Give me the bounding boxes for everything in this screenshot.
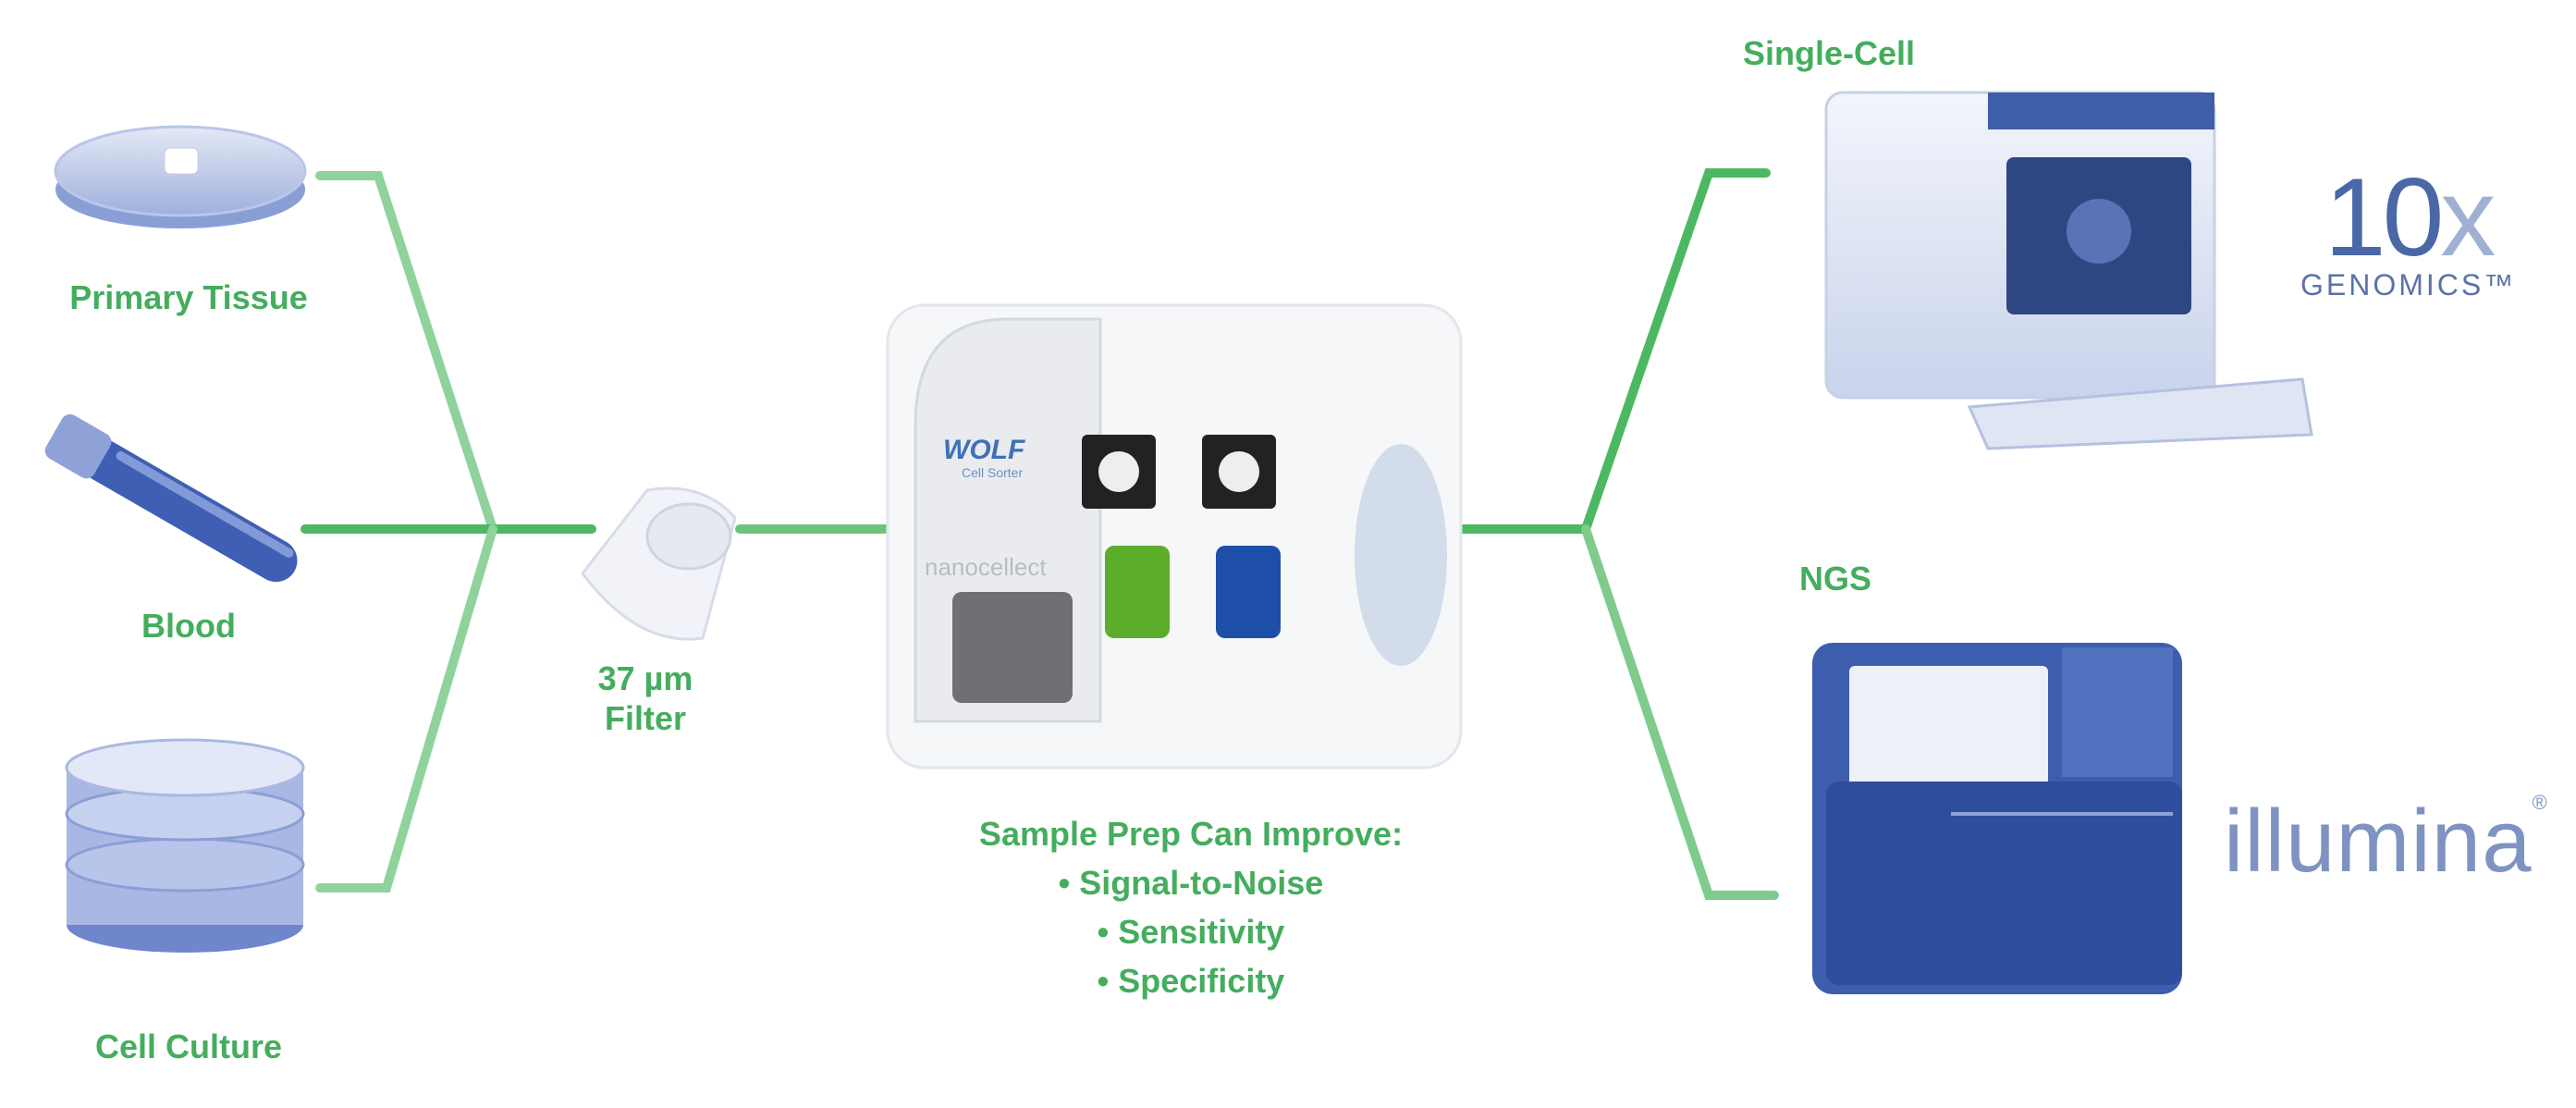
- filter-label: 37 µm Filter: [598, 659, 693, 738]
- registered-mark: ®: [2532, 791, 2548, 814]
- 10x-genomics-logo: 10x GENOMICS™: [2300, 162, 2517, 302]
- blood-tube-icon: [44, 413, 298, 583]
- logo-illumina: illumina: [2224, 792, 2533, 891]
- benefits-list: Sample Prep Can Improve: • Signal-to-Noi…: [979, 809, 1403, 1005]
- filter-size: 37 µm: [597, 659, 693, 697]
- output-label-ngs: NGS: [1798, 560, 1872, 597]
- source-label-blood: Blood: [141, 607, 236, 645]
- ngs-sequencer-instrument: [1812, 643, 2182, 994]
- benefits-title: Sample Prep Can Improve:: [978, 815, 1404, 853]
- device-subtitle: Cell Sorter: [962, 465, 1024, 480]
- logo-x: x: [2440, 155, 2496, 279]
- connector-single-cell: [1581, 168, 1771, 534]
- culture-dish-stack-icon: [65, 738, 305, 953]
- wolf-cell-sorter-device: [886, 303, 1463, 769]
- connector-primary-tissue: [315, 171, 497, 534]
- logo-10: 10: [2324, 155, 2444, 279]
- benefit-item: • Specificity: [1097, 962, 1285, 1000]
- benefit-item: • Sensitivity: [1097, 913, 1285, 951]
- device-maker: nanocellect: [925, 553, 1047, 581]
- connector-cell-culture: [315, 524, 497, 893]
- connector-lines: [301, 168, 1779, 900]
- logo-genomics: GENOMICS™: [2300, 268, 2517, 302]
- benefit-item: • Signal-to-Noise: [1058, 864, 1324, 902]
- petri-dish-icon: [54, 125, 307, 228]
- cell-strainer-filter-icon: [581, 486, 737, 641]
- single-cell-instrument: [1824, 91, 2313, 450]
- filter-name: Filter: [604, 699, 687, 738]
- device-brand: WOLF: [943, 435, 1025, 465]
- source-label-primary-tissue: Primary Tissue: [69, 278, 308, 316]
- source-label-cell-culture: Cell Culture: [94, 1028, 283, 1065]
- illumina-logo: illumina®: [2224, 791, 2548, 893]
- connector-ngs: [1581, 524, 1779, 900]
- output-label-single-cell: Single-Cell: [1742, 34, 1916, 72]
